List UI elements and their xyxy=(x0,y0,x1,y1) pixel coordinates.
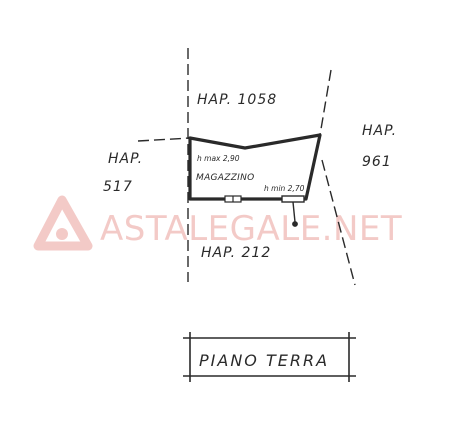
boundary-lines xyxy=(137,48,356,286)
label-map-west-number: 517 xyxy=(103,179,133,195)
boundary-southeast xyxy=(321,159,356,286)
boundary-northeast xyxy=(319,69,332,136)
label-map-west-title: HAP. xyxy=(108,151,143,167)
watermark: ASTALEGALE.NET xyxy=(33,195,402,251)
door-opening xyxy=(281,195,305,227)
window-opening xyxy=(224,195,242,203)
label-map-south: HAP. 212 xyxy=(201,245,271,261)
label-map-east-number: 961 xyxy=(362,154,392,170)
watermark-text: ASTALEGALE.NET xyxy=(100,209,402,249)
label-h-min: h min 2,70 xyxy=(264,184,305,193)
watermark-logo-icon xyxy=(33,195,93,251)
title-block xyxy=(183,332,356,382)
label-room-name: MAGAZZINO xyxy=(196,173,255,183)
label-h-max: h max 2,90 xyxy=(197,154,240,163)
title-floor-name: PIANO TERRA xyxy=(199,351,329,370)
boundary-northwest xyxy=(137,137,191,142)
label-map-east-title: HAP. xyxy=(362,123,397,139)
label-map-north: HAP. 1058 xyxy=(197,92,277,108)
room-outline xyxy=(188,133,322,201)
